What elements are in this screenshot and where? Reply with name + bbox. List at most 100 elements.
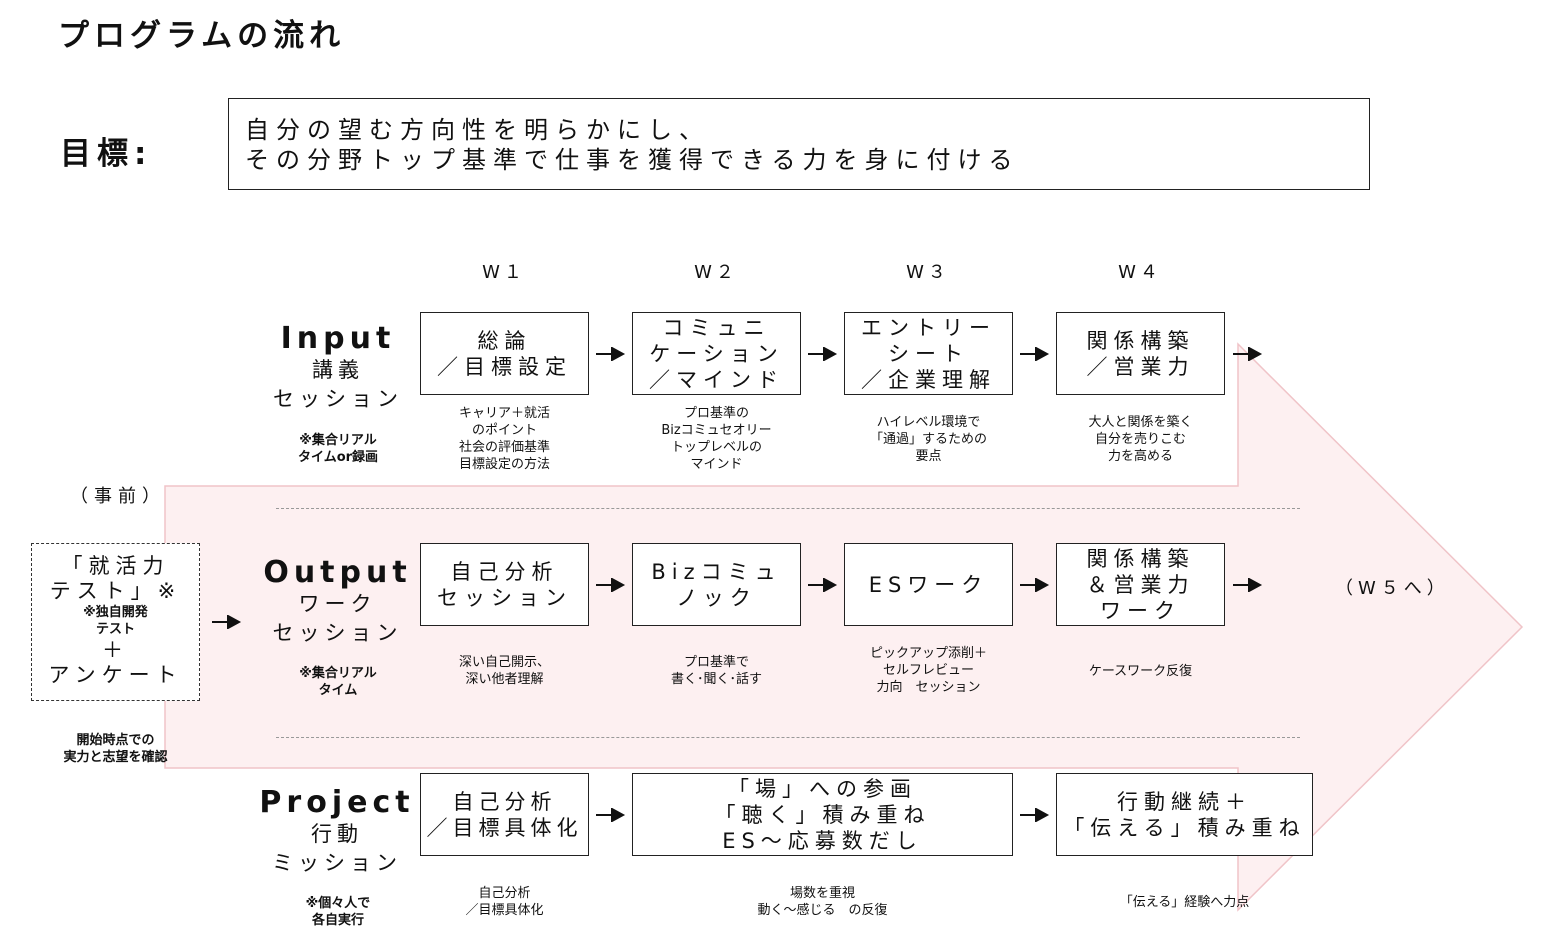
right-arrow-icon (596, 578, 626, 592)
right-arrow-icon (1233, 578, 1263, 592)
session-desc-output-w2: プロ基準で 書く･聞く･話す (632, 654, 801, 688)
desc-line: 要点 (915, 449, 942, 464)
session-desc-project-w1: 自己分析 ／目標具体化 (420, 885, 589, 919)
desc-line: 力を高める (1107, 449, 1173, 464)
right-arrow-icon (1020, 808, 1050, 822)
session-box-output-w4: 関係構築 ＆営業力 ワーク (1056, 543, 1225, 626)
session-desc-input-w2: プロ基準の Bizコミュセオリー トップレベルの マインド (632, 405, 801, 473)
row-label-jp: セッション (272, 621, 403, 645)
right-arrow-icon (596, 808, 626, 822)
session-line: エントリー (861, 315, 996, 340)
desc-line: ピックアップ添削＋ (869, 646, 987, 661)
note-line: ※個々人で (305, 896, 371, 911)
desc-line: 目標設定の方法 (458, 457, 550, 472)
session-line: ES～応募数だし (722, 828, 923, 853)
session-line: 行動継続＋ (1117, 789, 1252, 814)
session-desc-project-w2-w3: 場数を重視 動く～感じる の反復 (632, 885, 1013, 919)
right-arrow-icon (1233, 347, 1263, 361)
session-line: ／目標設定 (437, 354, 572, 379)
right-arrow-icon (212, 615, 242, 629)
right-arrow-icon (808, 578, 838, 592)
note-line: 実力と志望を確認 (63, 750, 168, 765)
session-line: 「伝える」積み重ね (1063, 815, 1306, 840)
row-label-jp: セッション (273, 387, 403, 411)
desc-line: 動く～感じる の反復 (757, 903, 888, 918)
week-label-w1: W１ (482, 262, 526, 283)
right-arrow-icon (1020, 347, 1050, 361)
desc-line: 深い自己開示、 (458, 655, 550, 670)
pre-box-small-line: テスト (95, 622, 135, 637)
week-label-w4: W４ (1118, 262, 1162, 283)
desc-line: 社会の評価基準 (458, 440, 550, 455)
note-line: タイムor録画 (297, 450, 379, 465)
session-line: Bizコミュ (651, 559, 782, 584)
session-box-input-w3: エントリー シート ／企業理解 (844, 312, 1013, 395)
week-label-w3: W３ (906, 262, 950, 283)
desc-line: プロ基準の (683, 406, 749, 421)
note-line: タイム (318, 683, 358, 698)
desc-line: 場数を重視 (789, 886, 855, 901)
row-note-output: ※集合リアル タイム (268, 665, 408, 699)
note-line: ※集合リアル (299, 666, 377, 681)
desc-line: のポイント (471, 423, 537, 438)
desc-line: 自分を売りこむ (1094, 432, 1186, 447)
session-desc-project-w4: 「伝える」経験へ力点 (1056, 894, 1313, 911)
row-label-en: Input (280, 321, 396, 356)
row-separator (276, 737, 1300, 738)
desc-line: セルフレビュー (882, 663, 974, 678)
session-line: シート (888, 341, 969, 366)
session-line: 「聴く」積み重ね (714, 802, 931, 827)
session-line: ／企業理解 (861, 367, 996, 392)
row-label-input: Input 講義 セッション (268, 322, 408, 414)
session-desc-input-w3: ハイレベル環境で 「通過」するための 要点 (844, 414, 1013, 465)
desc-line: ハイレベル環境で (876, 415, 981, 430)
goal-line-1: 自分の望む方向性を明らかにし、 (245, 116, 710, 144)
row-label-en: Output (263, 555, 412, 590)
goal-label: 目標: (60, 136, 153, 172)
pre-box-plus: ＋ (102, 638, 129, 662)
session-box-output-w1: 自己分析 セッション (420, 543, 589, 626)
session-desc-output-w4: ケースワーク反復 (1056, 663, 1225, 680)
row-label-jp: ワーク (298, 592, 377, 616)
session-desc-output-w3: ピックアップ添削＋ セルフレビュー 力向 セッション (844, 645, 1013, 696)
pre-note: 開始時点での 実力と志望を確認 (31, 732, 200, 766)
session-line: 自己分析 (450, 559, 559, 584)
row-note-project: ※個々人で 各自実行 (268, 895, 408, 929)
session-desc-input-w4: 大人と関係を築く 自分を売りこむ 力を高める (1056, 414, 1225, 465)
session-box-input-w2: コミュニ ケーション ／マインド (632, 312, 801, 395)
pre-box-small-line: ※独自開発 (83, 605, 148, 620)
right-arrow-icon (596, 347, 626, 361)
goal-line-2: その分野トップ基準で仕事を獲得できる力を身に付ける (245, 146, 1020, 174)
row-label-jp: ミッション (272, 851, 402, 875)
pre-box-line: 「就活力 (61, 554, 170, 578)
session-line: 総論 (477, 328, 532, 353)
desc-line: ／目標具体化 (465, 903, 544, 918)
session-line: セッション (437, 585, 572, 610)
desc-line: 「通過」するための (869, 432, 987, 447)
desc-line: マインド (690, 457, 743, 472)
session-line: コミュニ (662, 315, 771, 340)
next-week-label: （W５へ） (1335, 578, 1450, 599)
desc-line: 深い他者理解 (465, 672, 544, 687)
session-box-input-w1: 総論 ／目標設定 (420, 312, 589, 395)
session-line: ノック (676, 585, 757, 610)
note-line: ※集合リアル (299, 433, 377, 448)
session-box-project-w1: 自己分析 ／目標具体化 (420, 773, 589, 856)
session-line: ＆営業力 (1086, 572, 1195, 597)
week-label-w2: W２ (694, 262, 738, 283)
desc-line: 「伝える」経験へ力点 (1119, 895, 1250, 910)
session-line: ワーク (1100, 598, 1181, 623)
session-line: ／営業力 (1086, 354, 1195, 379)
row-label-jp: 行動 (311, 822, 363, 846)
row-note-input: ※集合リアル タイムor録画 (268, 432, 408, 466)
session-box-project-w4: 行動継続＋ 「伝える」積み重ね (1056, 773, 1313, 856)
desc-line: 書く･聞く･話す (670, 672, 762, 687)
pre-box-line: テスト」※ (49, 579, 182, 603)
desc-line: 自己分析 (478, 886, 531, 901)
page-title: プログラムの流れ (58, 18, 346, 54)
right-arrow-icon (1020, 578, 1050, 592)
desc-line: ケースワーク反復 (1088, 664, 1193, 679)
pre-test-box: 「就活力 テスト」※ ※独自開発 テスト ＋ アンケート (31, 543, 200, 701)
desc-line: 力向 セッション (876, 680, 981, 695)
session-line: ／マインド (649, 367, 784, 392)
